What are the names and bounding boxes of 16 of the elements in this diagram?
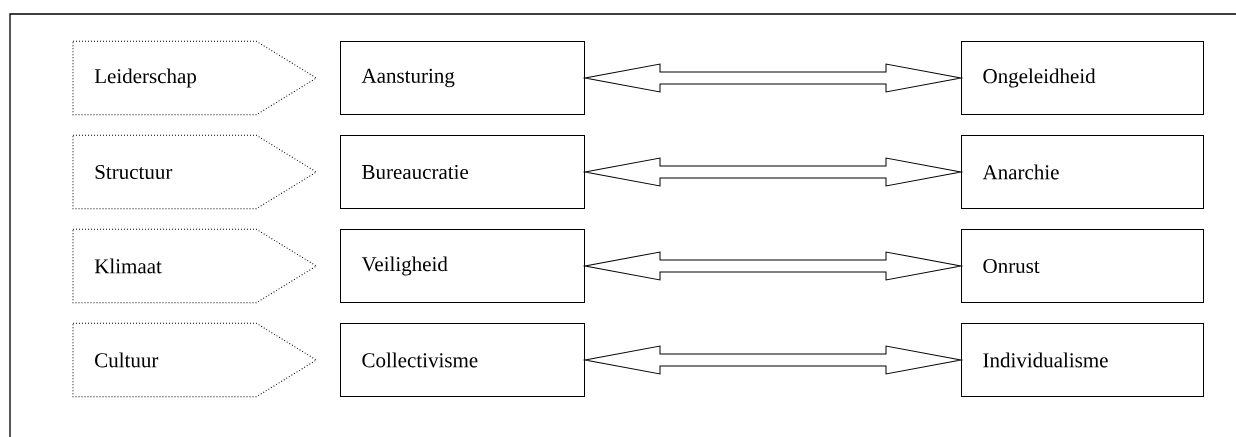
pointer-label: Cultuur <box>72 322 317 398</box>
double-arrow <box>584 63 962 93</box>
pointer-label: Structuur <box>72 134 317 210</box>
double-arrow <box>584 251 962 281</box>
pointer-label: Klimaat <box>72 228 317 304</box>
concept-box: Onrust <box>961 229 1204 303</box>
concept-box: Ongeleidheid <box>961 41 1204 115</box>
double-arrow <box>584 157 962 187</box>
concept-box: Bureaucratie <box>340 135 585 209</box>
concept-box: Veiligheid <box>340 229 585 303</box>
double-arrow <box>584 345 962 375</box>
concept-box: Collectivisme <box>340 323 585 397</box>
pointer-label: Leiderschap <box>72 40 317 116</box>
concept-box: Anarchie <box>961 135 1204 209</box>
concept-box: Aansturing <box>340 41 585 115</box>
concept-box: Individualisme <box>961 323 1204 397</box>
